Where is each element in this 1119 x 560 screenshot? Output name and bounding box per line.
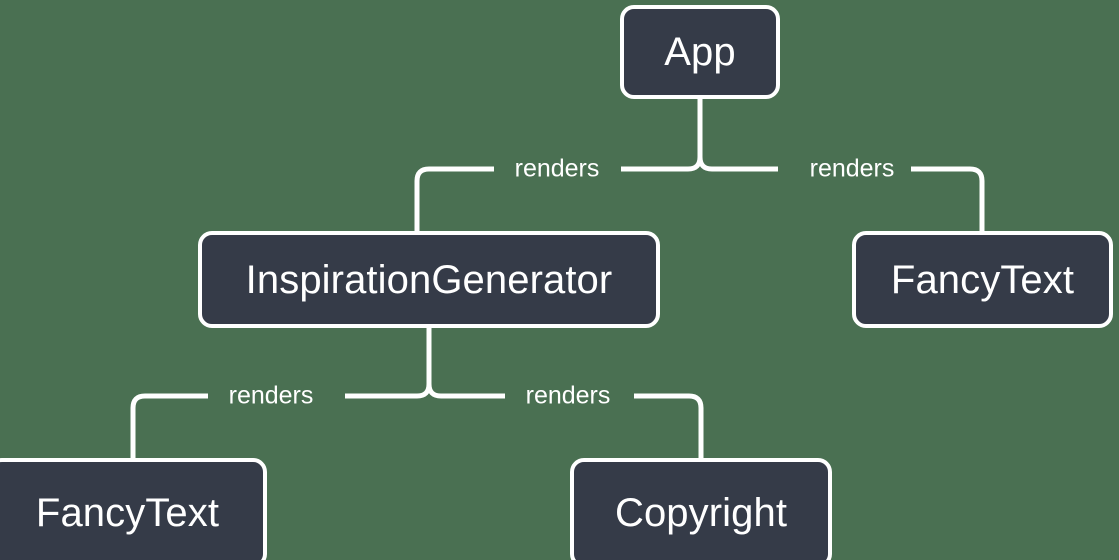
node-copyright[interactable]: Copyright — [570, 458, 832, 560]
edge-label-inspirationgenerator-copyright: renders — [525, 381, 611, 410]
edge-app-to-inspirationgenerator-right — [621, 156, 703, 172]
edge-label-app-inspirationgenerator: renders — [514, 154, 600, 183]
node-inspirationgenerator-label: InspirationGenerator — [245, 257, 613, 302]
edge-label-app-fancytext: renders — [809, 154, 895, 183]
edge-inspirationgenerator-to-copyright-left — [426, 383, 505, 399]
edge-label-inspirationgenerator-fancytext: renders — [228, 381, 314, 410]
node-app[interactable]: App — [620, 5, 780, 99]
node-copyright-label: Copyright — [614, 491, 788, 535]
edge-inspirationgenerator-to-fancytext-left — [130, 393, 208, 458]
node-fancytext-right[interactable]: FancyText — [852, 231, 1113, 328]
node-app-label: App — [664, 30, 736, 74]
edge-inspirationgenerator-to-copyright-right — [634, 393, 704, 458]
edge-inspirationgenerator-to-fancytext-right — [345, 383, 432, 399]
node-inspirationgenerator[interactable]: InspirationGenerator — [198, 231, 660, 328]
edge-app-to-fancytext-right — [911, 166, 985, 231]
edge-app-to-inspirationgenerator-left — [414, 166, 494, 231]
node-fancytext-right-label: FancyText — [890, 257, 1075, 302]
edge-app-to-fancytext-left — [697, 156, 778, 172]
node-fancytext-bottom-left[interactable]: FancyText — [0, 458, 267, 560]
node-fancytext-bottom-left-label: FancyText — [35, 491, 220, 535]
